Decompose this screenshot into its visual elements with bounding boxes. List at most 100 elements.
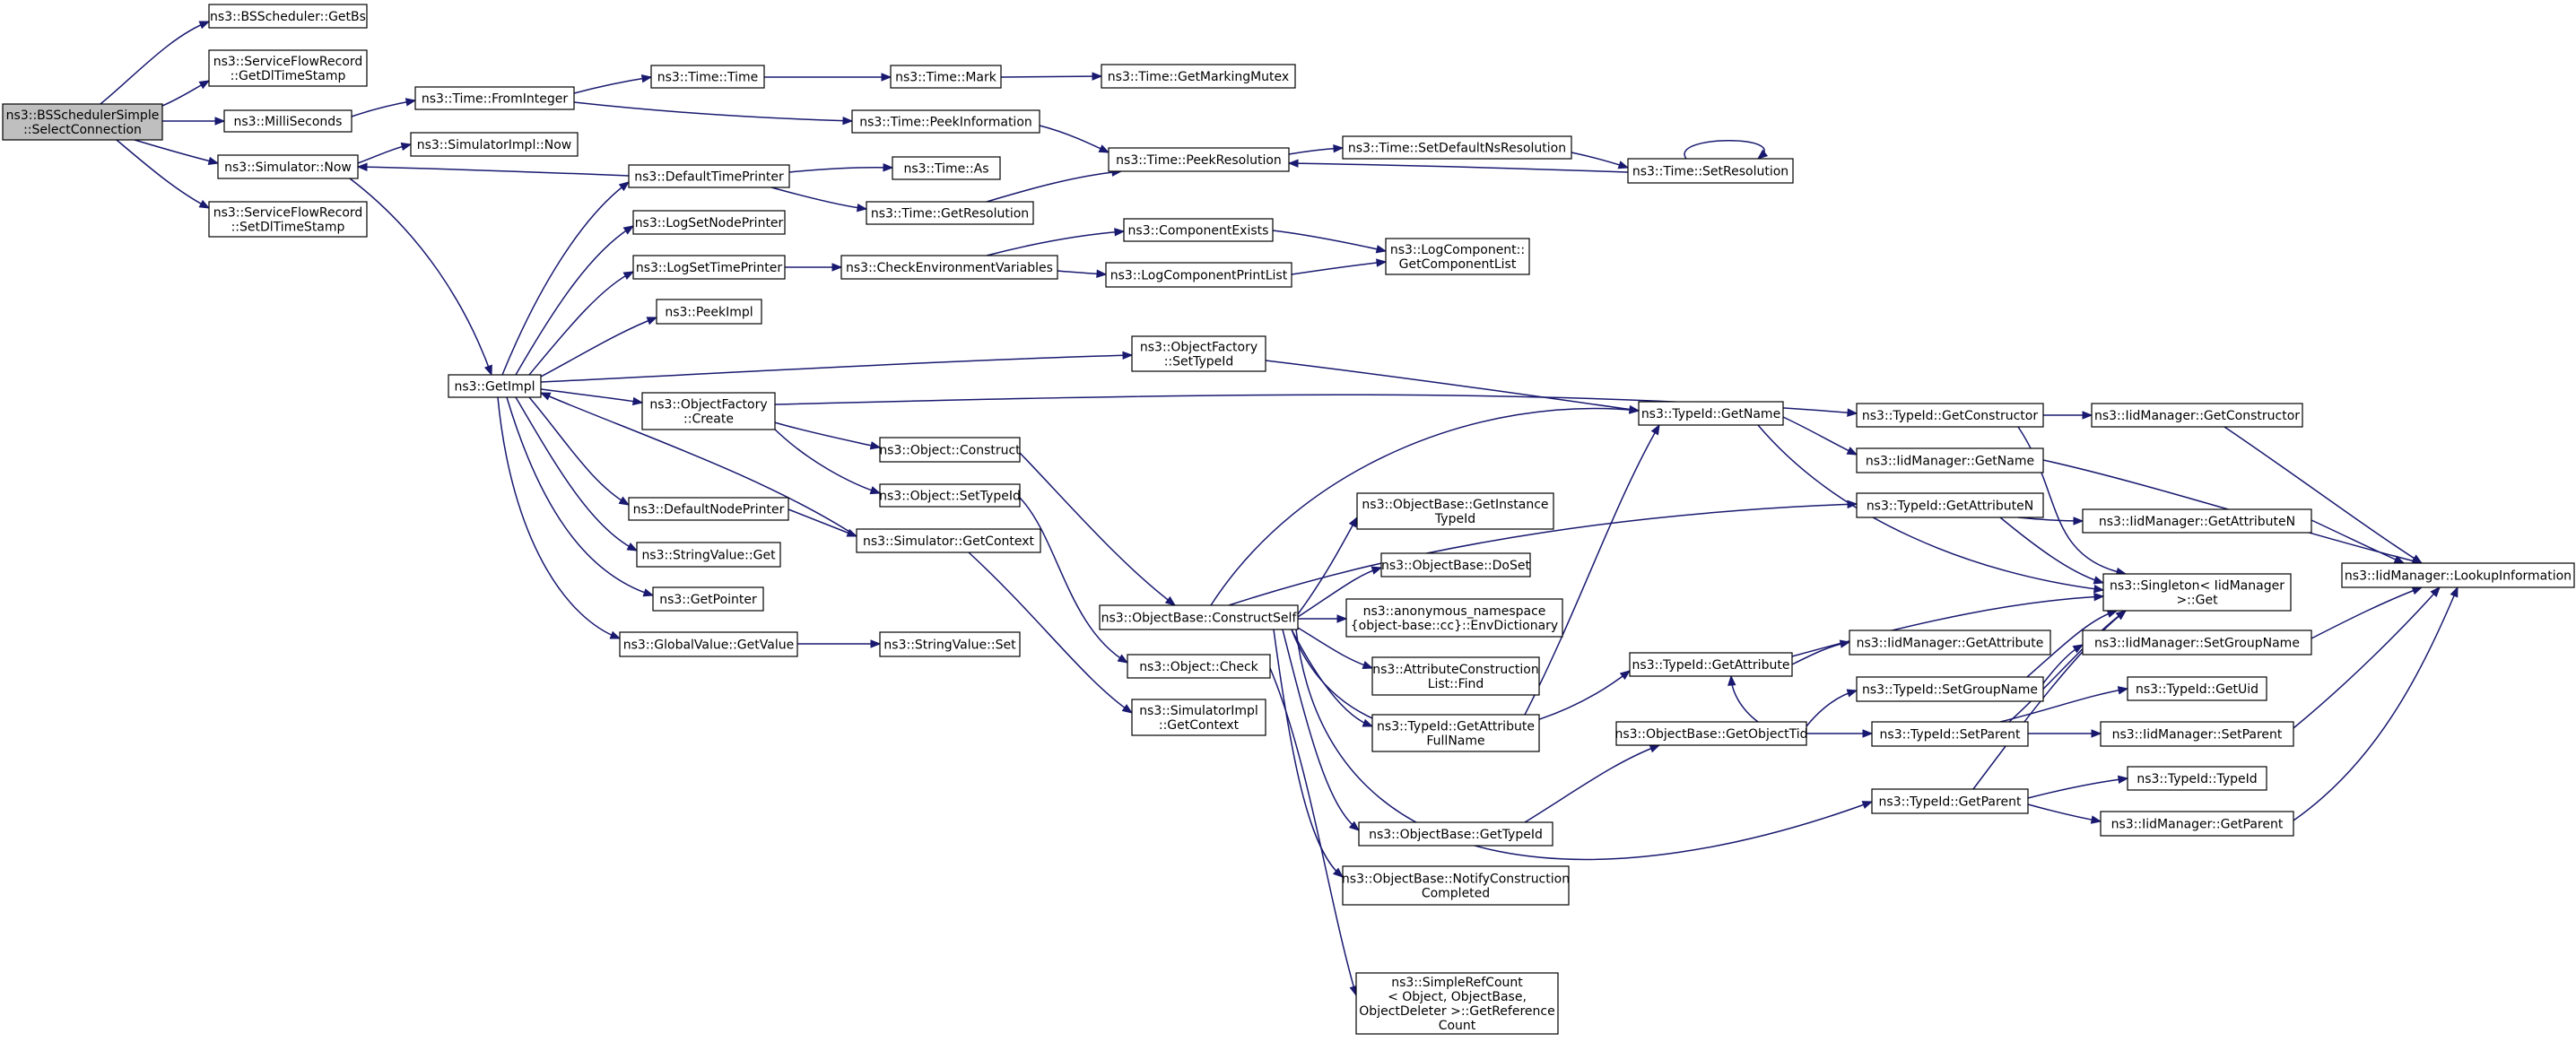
edge-arrowhead (1333, 143, 1345, 153)
node-obgettid[interactable]: ns3::ObjectBase::GetTypeId (1358, 821, 1553, 847)
node-lognodep[interactable]: ns3::LogSetNodePrinter (632, 210, 786, 235)
node-getcomplist[interactable]: ns3::LogComponent::GetComponentList (1385, 238, 1530, 275)
node-setdefns[interactable]: ns3::Time::SetDefaultNsResolution (1342, 135, 1572, 160)
node-tidsetgroup[interactable]: ns3::TypeId::SetGroupName (1856, 676, 2044, 702)
node-peekres[interactable]: ns3::Time::PeekResolution (1108, 147, 1290, 172)
node-peekimpl[interactable]: ns3::PeekImpl (656, 299, 762, 325)
node-tidgetattrn[interactable]: ns3::TypeId::GetAttributeN (1856, 492, 2044, 518)
edge-line (1019, 452, 1176, 606)
edge-arrowhead (869, 441, 882, 450)
node-getpointer[interactable]: ns3::GetPointer (652, 586, 764, 612)
edge-arrowhead (1121, 704, 1134, 714)
node-timeas[interactable]: ns3::Time::As (892, 156, 1001, 180)
node-iidlookup[interactable]: ns3::IidManager::LookupInformation (2341, 562, 2575, 588)
node-tidsetparent[interactable]: ns3::TypeId::SetParent (1871, 721, 2029, 747)
node-compexists[interactable]: ns3::ComponentExists (1123, 218, 1274, 242)
node-label: Completed (1422, 887, 1490, 901)
node-strget[interactable]: ns3::StringValue::Get (636, 542, 781, 568)
node-iidgetname[interactable]: ns3::IidManager::GetName (1856, 447, 2044, 473)
node-box (2100, 811, 2294, 837)
node-iidgetattrn[interactable]: ns3::IidManager::GetAttributeN (2082, 508, 2312, 534)
edge-line (116, 139, 210, 209)
node-label: ::SetTypeId (1164, 355, 1234, 369)
node-obconstructself[interactable]: ns3::ObjectBase::ConstructSelf (1099, 604, 1299, 630)
edge-arrowhead (1362, 661, 1374, 669)
node-label: ns3::Object::Construct (879, 444, 1021, 458)
node-strset[interactable]: ns3::StringValue::Set (879, 631, 1021, 657)
node-getbs[interactable]: ns3::BSScheduler::GetBs (208, 4, 368, 29)
edge-tidgetattrn-to-singleton (1999, 517, 2105, 585)
node-logcompprint[interactable]: ns3::LogComponentPrintList (1105, 262, 1292, 288)
node-getres[interactable]: ns3::Time::GetResolution (866, 201, 1034, 225)
node-checkenv[interactable]: ns3::CheckEnvironmentVariables (840, 255, 1058, 280)
node-setdlts[interactable]: ns3::ServiceFlowRecord::SetDlTimeStamp (208, 201, 368, 238)
node-tidgetattr[interactable]: ns3::TypeId::GetAttribute (1629, 652, 1793, 677)
edge-arrowhead (2072, 644, 2084, 654)
node-label: ns3::ObjectBase::GetObjectTid (1614, 727, 1807, 742)
node-obgetobjtid[interactable]: ns3::ObjectBase::GetObjectTid (1614, 721, 1808, 746)
node-simnow[interactable]: ns3::Simulator::Now (217, 154, 359, 179)
node-box (628, 497, 789, 521)
edge-arrowhead (356, 162, 368, 171)
node-box (652, 586, 764, 612)
node-implnow[interactable]: ns3::SimulatorImpl::Now (410, 132, 579, 157)
node-timetime[interactable]: ns3::Time::Time (650, 65, 765, 89)
node-tidgetparent[interactable]: ns3::TypeId::GetParent (1871, 788, 2029, 814)
node-label: ns3::GetImpl (454, 380, 535, 395)
node-peekinfo[interactable]: ns3::Time::PeekInformation (851, 109, 1040, 134)
node-obnotify[interactable]: ns3::ObjectBase::NotifyConstructionCompl… (1342, 865, 1570, 906)
node-label: ns3::TypeId::TypeId (2137, 772, 2257, 786)
edge-arrowhead (207, 156, 220, 166)
node-tidgetname[interactable]: ns3::TypeId::GetName (1638, 401, 1784, 426)
node-ofcreate[interactable]: ns3::ObjectFactory::Create (641, 392, 776, 430)
node-deftp[interactable]: ns3::DefaultTimePrinter (628, 164, 790, 188)
node-label: ns3::Time::SetDefaultNsResolution (1348, 142, 1566, 156)
node-tidgetuid[interactable]: ns3::TypeId::GetUid (2127, 676, 2267, 701)
node-markmutex[interactable]: ns3::Time::GetMarkingMutex (1101, 64, 1296, 89)
edge-line (968, 551, 1133, 714)
node-getdlts[interactable]: ns3::ServiceFlowRecord::GetDlTimeStamp (208, 49, 368, 87)
node-iidsetparent[interactable]: ns3::IidManager::SetParent (2100, 721, 2294, 747)
node-implgetctx[interactable]: ns3::SimulatorImpl::GetContext (1131, 699, 1266, 736)
edge-arrowhead (1287, 159, 1299, 168)
node-mark[interactable]: ns3::Time::Mark (890, 65, 1002, 89)
node-objcheck[interactable]: ns3::Object::Check (1127, 654, 1271, 679)
node-box (656, 299, 762, 325)
edge-line (506, 396, 654, 596)
node-label: ns3::StringValue::Set (883, 638, 1016, 653)
node-gvgetvalue[interactable]: ns3::GlobalValue::GetValue (619, 631, 798, 657)
node-label: List::Find (1428, 677, 1484, 691)
node-getimpl[interactable]: ns3::GetImpl (448, 374, 542, 398)
node-box (879, 631, 1021, 657)
edge-getimpl-to-ofsettid (540, 351, 1134, 383)
node-tidtypeid[interactable]: ns3::TypeId::TypeId (2127, 766, 2267, 791)
edge-tidsetparent-to-singleton (2008, 610, 2128, 723)
node-simplerefcount[interactable]: ns3::SimpleRefCount< Object, ObjectBase,… (1355, 972, 1559, 1035)
node-simgetctx[interactable]: ns3::Simulator::GetContext (856, 528, 1041, 553)
node-iidgetctor[interactable]: ns3::IidManager::GetConstructor (2091, 403, 2303, 428)
edge-obconstructself-to-obgetinst (1297, 516, 1358, 615)
node-root[interactable]: ns3::BSSchedulerSimple::SelectConnection (2, 103, 163, 141)
node-objconstruct[interactable]: ns3::Object::Construct (879, 437, 1021, 463)
node-setres[interactable]: ns3::Time::SetResolution (1627, 158, 1794, 184)
node-anonenv[interactable]: ns3::anonymous_namespace{object-base::cc… (1345, 598, 1563, 638)
edge-setdefns-to-setres (1571, 152, 1630, 169)
node-defnodep[interactable]: ns3::DefaultNodePrinter (628, 497, 789, 521)
node-iidgetattr[interactable]: ns3::IidManager::GetAttribute (1849, 630, 2051, 656)
edge-iidgetparent-to-iidlookup (2293, 586, 2459, 821)
node-obdoset[interactable]: ns3::ObjectBase::DoSet (1380, 552, 1531, 577)
node-singleton[interactable]: ns3::Singleton< IidManager>::Get (2102, 573, 2292, 612)
node-label: ns3::Object::SetTypeId (879, 490, 1021, 504)
node-objsettid[interactable]: ns3::Object::SetTypeId (879, 483, 1021, 508)
edge-line (1972, 610, 2127, 790)
node-logtimep[interactable]: ns3::LogSetTimePrinter (632, 255, 786, 280)
node-tidgetctor[interactable]: ns3::TypeId::GetConstructor (1856, 403, 2044, 428)
node-iidgetparent[interactable]: ns3::IidManager::GetParent (2100, 811, 2294, 837)
node-iidsetgroup[interactable]: ns3::IidManager::SetGroupName (2082, 630, 2312, 656)
node-fromint[interactable]: ns3::Time::FromInteger (414, 86, 575, 110)
node-ofsettid[interactable]: ns3::ObjectFactory::SetTypeId (1131, 335, 1266, 372)
node-millis[interactable]: ns3::MilliSeconds (223, 109, 352, 133)
